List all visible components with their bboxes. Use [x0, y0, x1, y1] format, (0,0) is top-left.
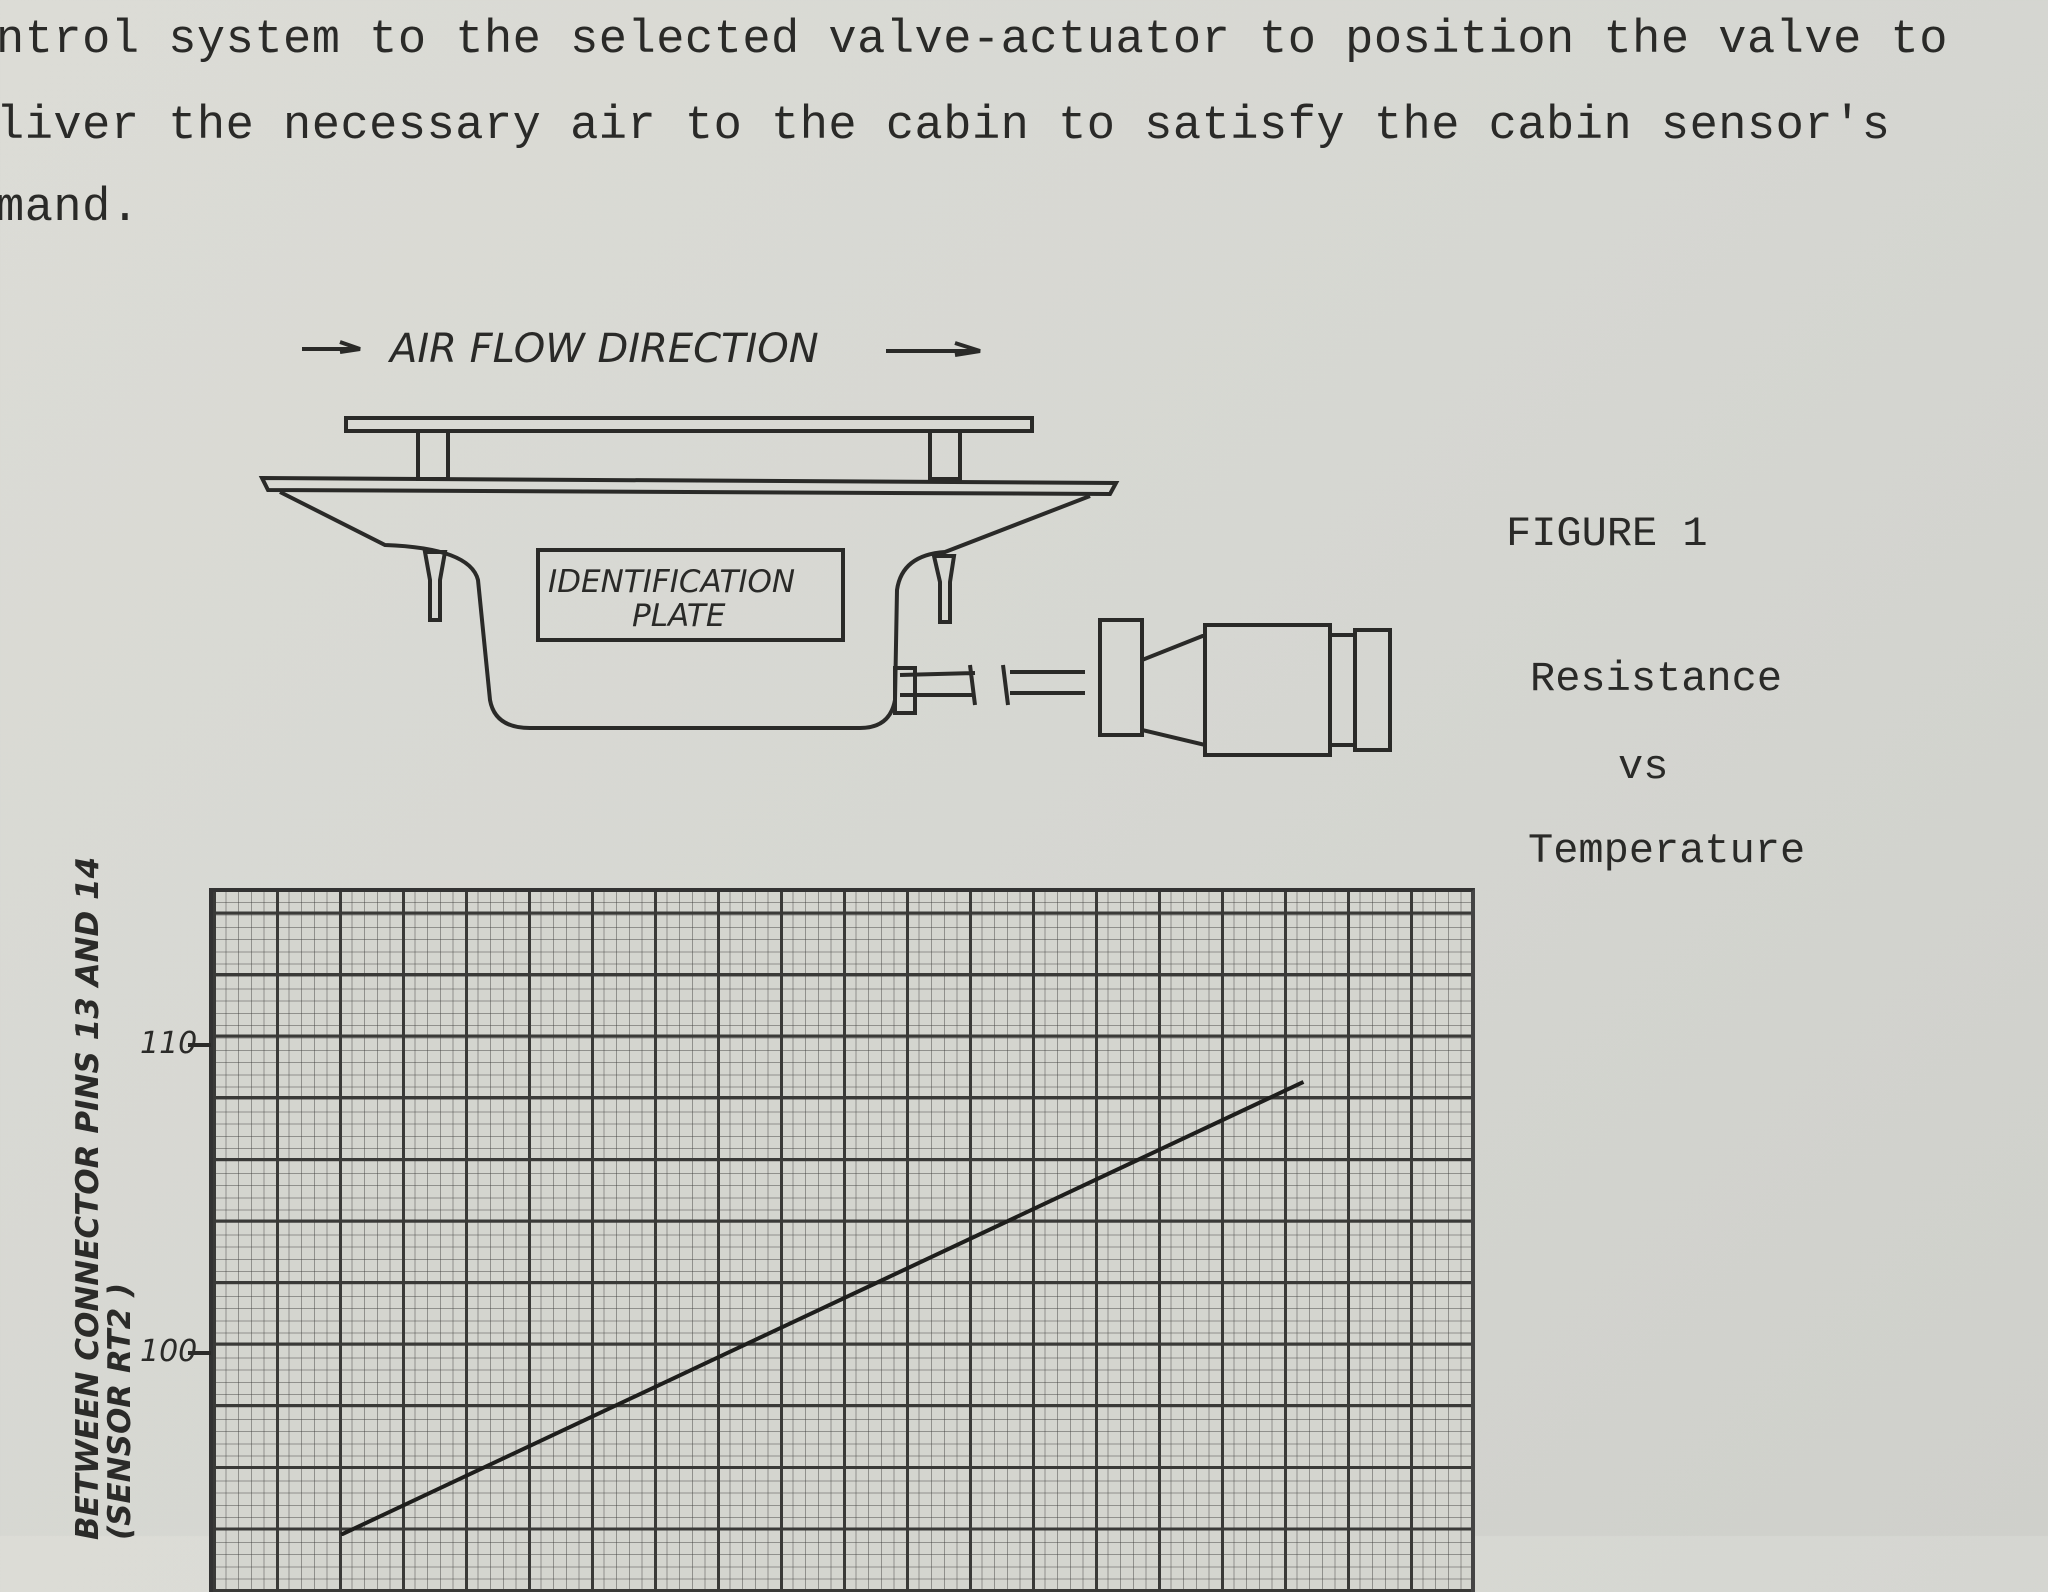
cable-clamp — [893, 666, 917, 715]
connector-body — [1140, 623, 1392, 757]
housing-body — [279, 490, 1091, 730]
chart-plot — [188, 1043, 1305, 1536]
screw-right — [931, 554, 957, 624]
post-right — [928, 429, 962, 481]
text-line-3: mand. — [0, 182, 140, 235]
text-line-1: ntrol system to the selected valve-actua… — [0, 14, 1948, 67]
cable — [899, 664, 1085, 706]
screw-left — [422, 550, 448, 622]
series-line — [340, 1080, 1305, 1536]
chart-grid — [209, 888, 1475, 1592]
text-line-2: liver the necessary air to the cabin to … — [0, 100, 1891, 153]
top-plate — [344, 416, 1034, 433]
arrow-right-icon — [886, 341, 981, 357]
figure-title-2: vs — [1618, 743, 1669, 791]
airflow-label: AIR FLOW DIRECTION — [387, 326, 819, 372]
valve-diagram: AIR FLOW DIRECTION IDENTIFICATION PLATE — [258, 326, 1392, 757]
figure-title-1: Resistance — [1530, 655, 1783, 703]
y-tick-label: 110 — [140, 1026, 198, 1061]
arrow-left-icon — [302, 340, 361, 354]
figure-number: FIGURE 1 — [1506, 510, 1708, 558]
plate-line-1: IDENTIFICATION — [548, 564, 795, 600]
lower-flange — [258, 475, 1120, 497]
identification-plate — [536, 548, 845, 642]
figure-title-3: Temperature — [1528, 827, 1806, 875]
y-tick-label: 100 — [140, 1334, 198, 1369]
plate-line-2: PLATE — [632, 598, 726, 634]
